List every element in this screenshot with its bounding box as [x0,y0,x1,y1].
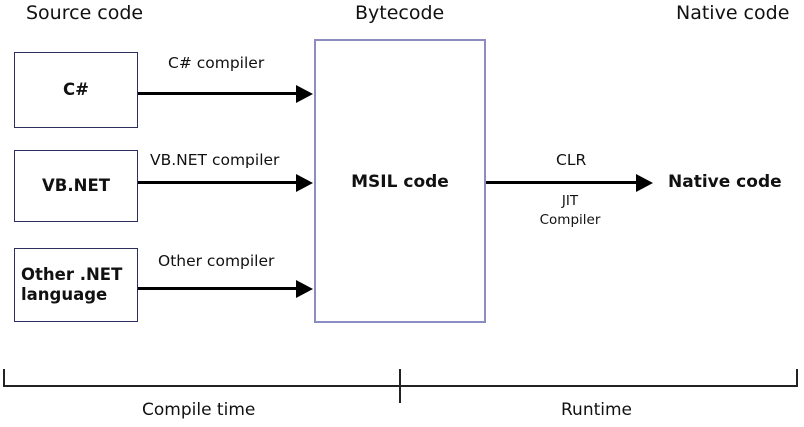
source-box-vbnet[interactable]: VB.NET [14,150,138,222]
source-box-csharp-label: C# [63,79,89,99]
timeline-tick-start [3,369,5,387]
arrow-label-jit-compiler: Compiler [539,212,601,228]
timeline-label-compile-time: Compile time [142,400,256,420]
header-bytecode: Bytecode [355,2,445,24]
arrow-label-clr: CLR [556,151,587,169]
bytecode-box-msil[interactable] [314,39,486,323]
arrow-line-vbnet-compiler [138,181,298,184]
arrow-line-csharp-compiler [138,92,298,95]
arrow-head-csharp-compiler [296,84,313,103]
arrow-line-clr [486,181,638,184]
arrow-head-other-compiler [296,279,313,298]
arrow-head-clr [636,173,653,192]
arrow-label-csharp-compiler: C# compiler [168,54,265,72]
arrow-label-jit: JIT [561,193,579,209]
timeline-label-runtime: Runtime [561,400,633,420]
arrow-label-vbnet-compiler: VB.NET compiler [150,151,280,169]
bytecode-box-msil-label: MSIL code [351,172,449,192]
source-box-csharp[interactable]: C# [14,52,138,128]
source-box-vbnet-label: VB.NET [42,175,110,195]
arrow-head-vbnet-compiler [296,173,313,192]
header-source-code: Source code [26,2,144,24]
arrow-label-other-compiler: Other compiler [158,252,275,270]
native-code-output-label: Native code [668,172,782,192]
timeline-tick-middle [399,369,401,403]
header-native-code: Native code [676,2,790,24]
timeline-tick-end [796,369,798,387]
arrow-line-other-compiler [138,287,298,290]
